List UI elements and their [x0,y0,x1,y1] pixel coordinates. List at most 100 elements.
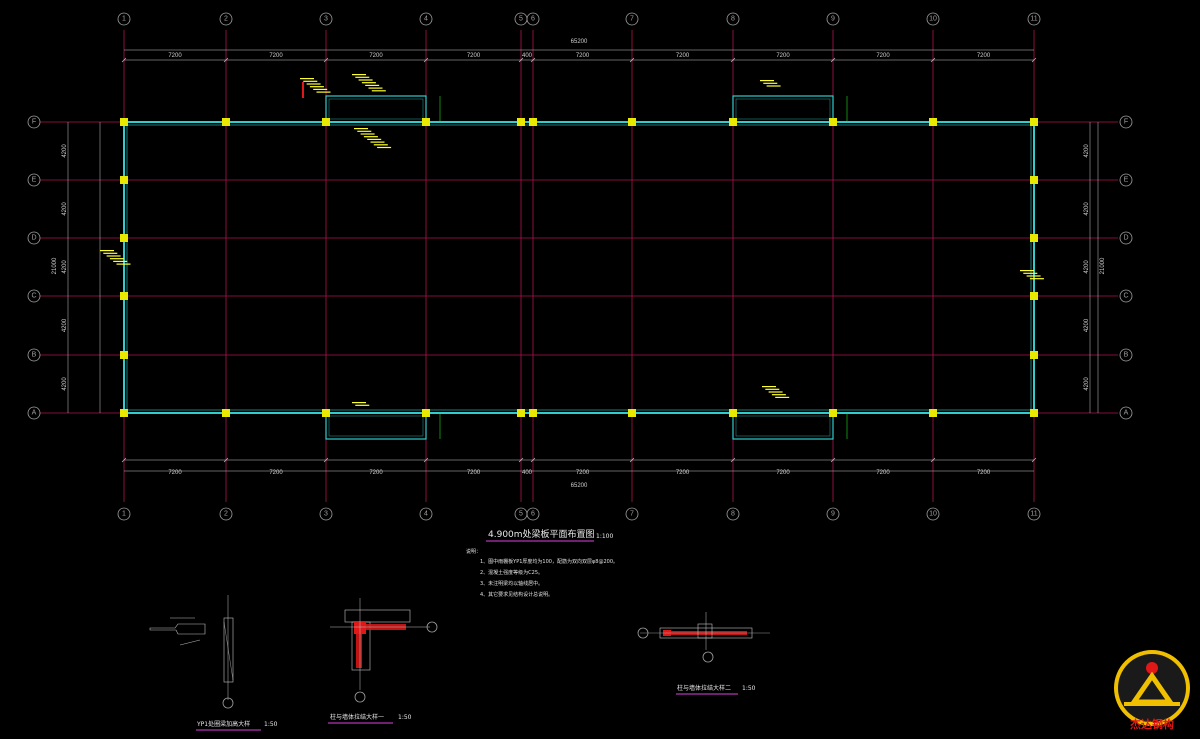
bay-dim-top: 7200 [168,53,182,59]
annotation-line [765,388,780,390]
column [120,118,128,126]
notes-heading: 说明： [466,548,481,555]
annotation-line [775,396,790,398]
annotation-line [106,255,121,257]
bay-dim-top: 7200 [977,53,991,59]
row-dim-right: 4200 [1084,260,1090,274]
axis-label-row: D [31,235,36,242]
column [929,409,937,417]
axis-bubble-col [526,507,540,521]
axis-label-row: C [1123,293,1128,300]
canopy-yp1 [325,412,427,440]
axis-label-row: F [32,119,36,126]
canopies [325,95,848,440]
annotation-line [316,91,331,93]
axis-bubble-col [219,507,233,521]
dim-tick [629,57,635,63]
dim-tick [323,57,329,63]
axis-label-col: 9 [831,16,835,23]
column [222,118,230,126]
column [829,409,837,417]
dim-tick [518,57,524,63]
bay-dim-top: 7200 [576,53,590,59]
column [1030,234,1038,242]
axis-label-row: B [32,352,37,359]
axis-label-col: 6 [531,511,535,518]
plan-title: 4.900m处梁板平面布置图 1:100 [486,528,613,542]
axis-bubble-col [625,507,639,521]
row-dim-left: 4200 [62,144,68,158]
bay-dim-top: 400 [522,53,533,59]
axis-bubble-row [27,406,41,420]
annotation-line [100,250,114,252]
plan-title-text: 4.900m处梁板平面布置图 [488,528,595,540]
canopy-yp1 [325,95,427,123]
detail-2-title: 柱与墙体拉结大样一 [330,713,384,721]
axis-bubble-row [1119,173,1133,187]
row-dim-left: 4200 [62,260,68,274]
column [1030,176,1038,184]
axis-label-col: 11 [1030,16,1037,23]
axis-bubble-col [926,12,940,26]
axis-label-col: 3 [324,16,328,23]
logo-text: 杰达钢构 [1130,717,1174,731]
dimension-texts: 7200720072007200720072007200720040040072… [62,53,1090,476]
detail-2-scale: 1:50 [398,714,412,721]
company-logo: 杰达钢构 [1114,650,1190,731]
annotation-line [361,82,376,84]
axis-bubble-row [27,115,41,129]
dim-tick [423,457,429,463]
axis-label-col: 2 [224,511,228,518]
axis-label-col: 9 [831,511,835,518]
column [529,118,537,126]
axis-label-col: 10 [929,511,937,518]
bay-dim-bottom: 7200 [269,470,283,476]
annotation-line [306,83,321,85]
axis-bubble-col [526,12,540,26]
annotation-line [760,80,774,82]
axis-label-col: 6 [531,16,535,23]
canopy-inner [735,98,831,120]
annotation-line [355,404,370,406]
grid-lines [40,30,1118,502]
bay-dim-top: 7200 [269,53,283,59]
annotation-line [762,386,776,388]
dim-tick [629,457,635,463]
row-dim-right: 4200 [1084,377,1090,391]
dim-tick [730,57,736,63]
note-1: 1、图中雨棚板YP1厚度均为100，配筋为双向双层φ8@200。 [480,558,618,565]
column [120,409,128,417]
annotation-line [1020,270,1034,272]
axis-bubble-col [826,12,840,26]
dim-tick [223,457,229,463]
axis-bubble-row [1119,231,1133,245]
annotation-line [768,391,783,393]
column [517,409,525,417]
axis-bubble-col [319,507,333,521]
axis-bubble-col [826,507,840,521]
dim-tick [830,57,836,63]
notes-block: 说明： 1、图中雨棚板YP1厚度均为100，配筋为双向双层φ8@200。 2、混… [466,548,618,598]
bay-dim-bottom: 7200 [168,470,182,476]
detail-yp1: YP1处圈梁加高大样 1:50 [149,595,278,731]
column [222,409,230,417]
column [1030,118,1038,126]
axis-label-col: 3 [324,511,328,518]
canopy-yp1 [732,95,834,123]
row-dim-right: 4200 [1084,144,1090,158]
axis-bubble-col [726,12,740,26]
annotation-line [377,146,392,149]
annotation-line [309,86,324,88]
annotation-line [103,252,118,254]
bay-dim-bottom: 7200 [467,470,481,476]
axis-bubble-col [419,507,433,521]
annotation-line [357,130,372,132]
total-length-top: 65200 [571,39,588,45]
row-dim-left: 4200 [62,202,68,216]
columns [120,118,1038,417]
annotation-line [1026,275,1041,277]
axis-bubble-row [1119,406,1133,420]
axis-label-col: 11 [1030,511,1037,518]
detail-1-title: YP1处圈梁加高大样 [196,720,250,728]
axis-bubble-row [27,173,41,187]
